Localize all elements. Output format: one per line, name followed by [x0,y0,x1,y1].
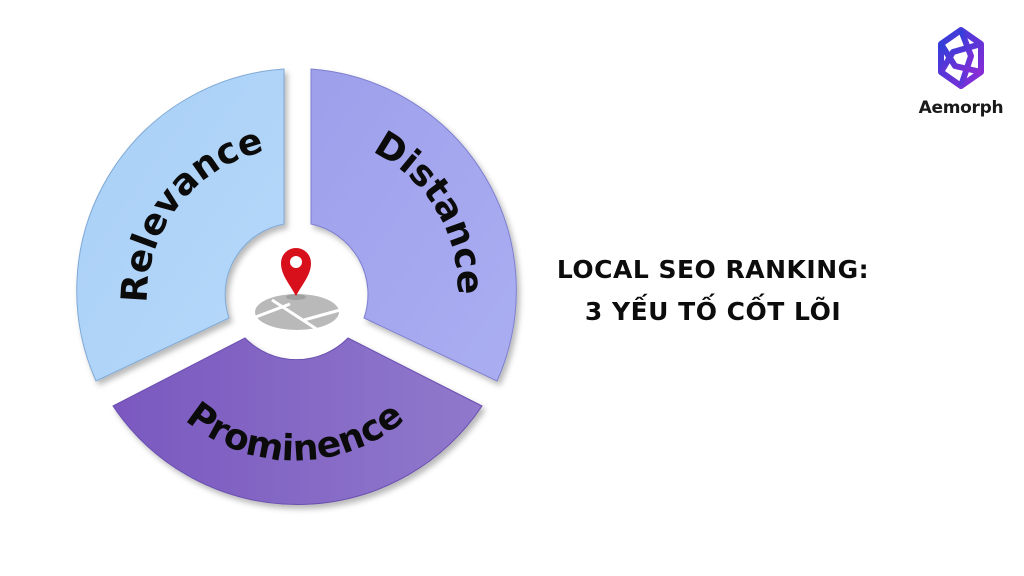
title-line-2: 3 YẾU TỐ CỐT LÕI [584,297,842,326]
segment-prominence [112,337,483,506]
segment-relevance [76,68,285,382]
aemorph-logo: Aemorph [906,26,1016,118]
brand-name: Aemorph [918,98,1004,118]
page-title: LOCAL SEO RANKING: 3 YẾU TỐ CỐT LÕI [548,249,878,333]
map-pin-icon [252,248,341,332]
local-seo-wheel-diagram: Relevance Distance Prominence [76,68,517,506]
segment-distance [310,68,517,382]
flower-knot-logo-icon [938,27,984,89]
title-line-1: LOCAL SEO RANKING: [556,255,870,284]
